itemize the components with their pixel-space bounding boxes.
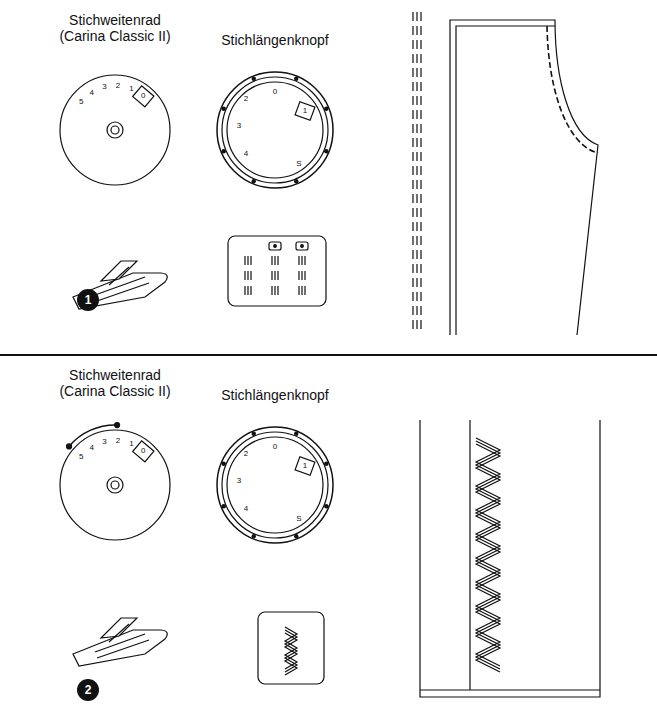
stitch-mark: [274, 286, 275, 295]
stitch-mark: [301, 256, 302, 265]
zigzag-stitch: [476, 444, 500, 672]
stitch-mark: [304, 286, 305, 295]
dial-number: 2: [116, 82, 120, 90]
garment-piece: [420, 420, 600, 697]
dial-number: 1: [303, 107, 307, 115]
dial-number: 2: [116, 437, 120, 445]
stitch-mark: [298, 256, 299, 265]
dial-number: S: [296, 515, 301, 523]
dial-dot: [252, 179, 256, 183]
dial-number: 3: [102, 83, 106, 91]
stitch-pattern-panel: [228, 236, 326, 306]
dial-number: 5: [79, 453, 83, 461]
stitch-mark: [247, 256, 248, 265]
dial-dot: [324, 107, 328, 111]
dial-dot: [294, 534, 298, 538]
stitch-mark: [274, 271, 275, 280]
dial-dot: [222, 107, 226, 111]
garment-piece: [450, 20, 598, 335]
dial-dot: [324, 462, 328, 466]
stitch-mark: [271, 286, 272, 295]
dial-title: Stichlängenknopf: [200, 32, 350, 48]
dial-number: 0: [141, 447, 145, 455]
dial-number: 3: [237, 477, 241, 485]
dial-dot: [294, 432, 298, 436]
dial-dot: [252, 77, 256, 81]
dial-dot: [324, 504, 328, 508]
stitch-mark: [244, 271, 245, 280]
dial-dot: [252, 432, 256, 436]
dial-number: 2: [244, 450, 248, 458]
dial-dot: [222, 462, 226, 466]
dial-dot: [222, 149, 226, 153]
stitch-mark: [250, 286, 251, 295]
dial-number: 0: [273, 443, 277, 451]
callout-number: 2: [77, 679, 99, 701]
stitch-mark: [271, 271, 272, 280]
stitch-mark: [298, 286, 299, 295]
stitch-mark: [277, 286, 278, 295]
dial-dot: [222, 504, 226, 508]
stitch-mark: [274, 256, 275, 265]
stitch-mark: [277, 271, 278, 280]
dial-dot: [324, 149, 328, 153]
dial-number: 4: [244, 150, 248, 158]
stitch-mark: [244, 286, 245, 295]
stitch-mark: [301, 286, 302, 295]
zigzag-stitch: [285, 633, 297, 675]
dial-number: 4: [244, 505, 248, 513]
range-dot: [115, 423, 120, 428]
stitch-mark: [304, 271, 305, 280]
dial-number: 1: [129, 85, 133, 93]
dial-title: Stichweitenrad (Carina Classic II): [45, 367, 185, 399]
stitch-pattern-panel: [258, 612, 324, 684]
stitch-mark: [250, 271, 251, 280]
dial-number: 1: [303, 462, 307, 470]
stitch-mark: [250, 256, 251, 265]
divider-line: [0, 354, 657, 356]
range-dot: [67, 444, 72, 449]
stitch-mark: [298, 271, 299, 280]
dial-number: 0: [273, 88, 277, 96]
dial-dot: [252, 534, 256, 538]
dial-title: Stichlängenknopf: [200, 387, 350, 403]
straight-stitch: [413, 12, 421, 329]
dial-number: S: [296, 160, 301, 168]
dial-number: 0: [141, 92, 145, 100]
callout-number: 1: [77, 289, 99, 311]
width-wheel: [60, 75, 170, 185]
stitch-mark: [247, 286, 248, 295]
marker-box: [133, 441, 154, 462]
stitch-mark: [304, 256, 305, 265]
dial-number: 4: [89, 444, 93, 452]
width-wheel: [60, 423, 170, 540]
dial-number: 1: [129, 440, 133, 448]
dial-title: Stichweitenrad (Carina Classic II): [45, 12, 185, 44]
stitch-mark: [271, 256, 272, 265]
stitch-mark: [247, 271, 248, 280]
length-dial: [217, 72, 333, 188]
dial-dot: [294, 179, 298, 183]
stitch-mark: [244, 256, 245, 265]
dial-dot: [294, 77, 298, 81]
length-dial: [217, 427, 333, 543]
marker-box: [133, 86, 154, 107]
presser-foot: [73, 618, 167, 666]
dial-number: 5: [79, 98, 83, 106]
stitch-mark: [301, 271, 302, 280]
stitch-mark: [277, 256, 278, 265]
dial-number: 4: [89, 89, 93, 97]
dial-number: 2: [244, 95, 248, 103]
dial-number: 3: [102, 438, 106, 446]
dial-number: 3: [237, 122, 241, 130]
